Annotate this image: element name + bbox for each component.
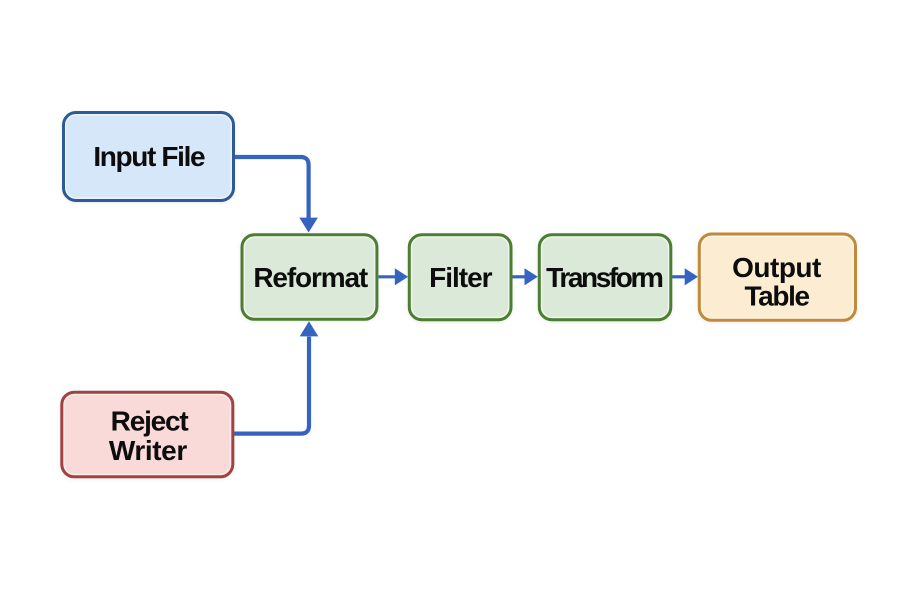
svg-text:Table: Table (744, 281, 809, 312)
svg-text:Input File: Input File (93, 141, 205, 172)
svg-text:Transform: Transform (546, 262, 663, 293)
svg-text:Output: Output (732, 252, 821, 283)
svg-text:Filter: Filter (429, 262, 493, 293)
svg-text:Writer: Writer (109, 435, 187, 466)
svg-text:Reject: Reject (111, 406, 189, 437)
svg-text:Reformat: Reformat (253, 262, 368, 293)
